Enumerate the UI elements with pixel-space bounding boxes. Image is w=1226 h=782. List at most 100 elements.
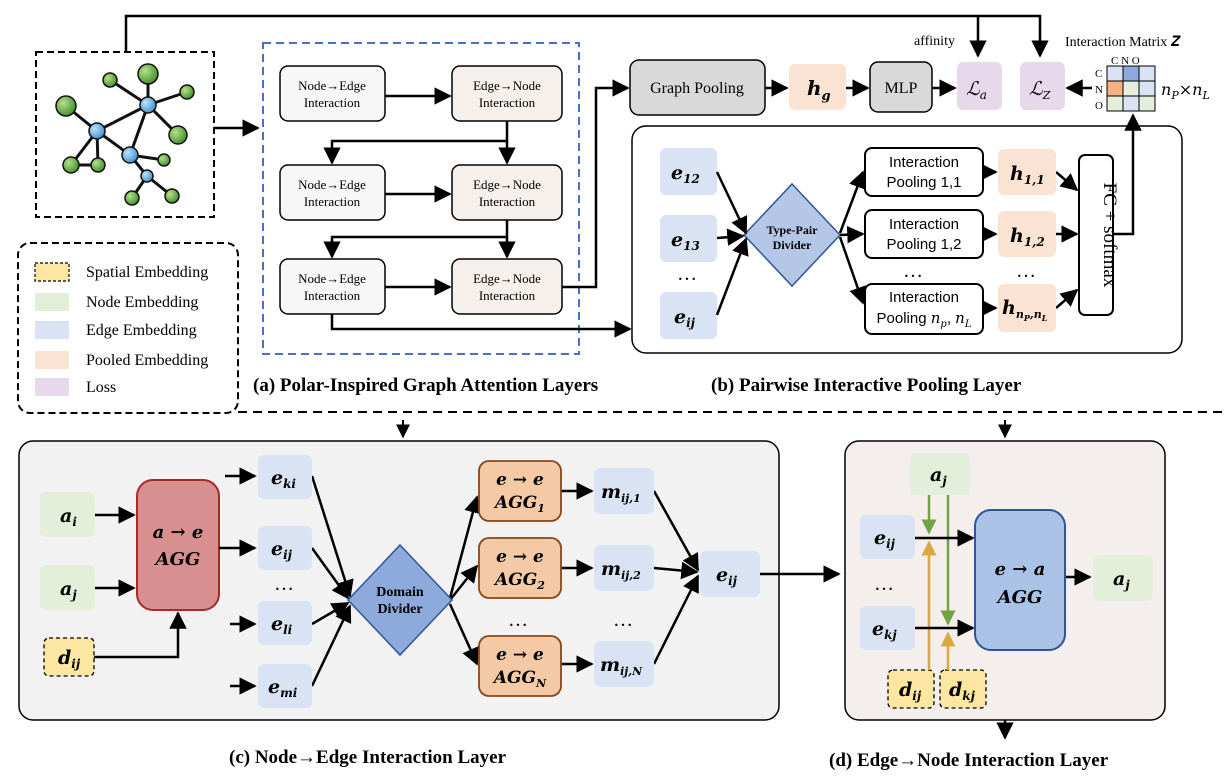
svg-text:eki: eki [271, 467, 296, 491]
svg-text:Interaction: Interaction [304, 288, 361, 303]
m2-box [594, 545, 654, 591]
dij-box [43, 637, 95, 677]
svg-text:Edge→Node: Edge→Node [473, 78, 541, 93]
svg-text:Graph Pooling: Graph Pooling [650, 80, 744, 97]
e13-box [660, 215, 717, 262]
svg-text:eij: eij [271, 538, 293, 562]
h11-box [998, 149, 1056, 195]
interaction-pooling-1-2 [864, 209, 984, 259]
eij-output-c [700, 551, 760, 597]
legend-swatch-node [35, 293, 69, 311]
h12-box [998, 211, 1056, 257]
svg-text:…: … [1016, 260, 1036, 282]
eij-box-d [860, 515, 915, 559]
svg-text:Node→Edge: Node→Edge [298, 177, 366, 192]
molecule-graph [35, 51, 215, 218]
svg-text:…: … [874, 573, 894, 595]
svg-text:aj: aj [1113, 568, 1130, 592]
hn-box [998, 284, 1056, 332]
svg-text:ekj: ekj [872, 618, 897, 642]
panel-d-caption: (d) Edge→Node Interaction Layer [829, 750, 1109, 771]
eli-box [258, 601, 312, 645]
svg-text:Divider: Divider [377, 602, 422, 617]
panel-b: e12 e13 eij … Type-Pair Divider I [631, 113, 1183, 396]
svg-text:Interaction: Interaction [889, 216, 959, 233]
dij-box-d [887, 669, 935, 709]
e-to-a-agg-box [974, 509, 1066, 651]
ai-box [40, 492, 95, 537]
svg-text:AGGN: AGGN [492, 668, 547, 690]
svg-text:e12: e12 [671, 162, 700, 186]
e2n-box-3 [451, 258, 563, 315]
emi-box [258, 664, 312, 708]
svg-text:Interaction: Interaction [304, 194, 361, 209]
panel-a-caption: (a) Polar-Inspired Graph Attention Layer… [253, 375, 598, 396]
top-row: Graph Pooling hg MLP ℒa affinity ℒZ Inte… [629, 34, 1210, 116]
e-to-e-agg-2 [478, 537, 562, 599]
eij-box-c [258, 526, 312, 570]
legend-pooled-label: Pooled Embedding [86, 352, 208, 369]
interaction-pooling-1-1 [864, 147, 984, 197]
svg-text:mij,2: mij,2 [601, 558, 641, 582]
e-to-e-agg-1 [478, 460, 562, 522]
svg-text:h1,2: h1,2 [1010, 225, 1045, 249]
legend-loss-label: Loss [86, 379, 116, 396]
domain-divider [346, 543, 454, 657]
eki-box [258, 455, 312, 499]
svg-text:emi: emi [268, 676, 298, 700]
svg-text:Domain: Domain [376, 585, 424, 600]
interaction-matrix [1106, 65, 1156, 112]
n2e-box-1 [279, 65, 386, 122]
svg-text:Pooling 1,1: Pooling 1,1 [886, 174, 961, 191]
svg-text:…: … [274, 573, 294, 595]
e2n-box-1 [451, 65, 563, 122]
svg-text:…: … [508, 609, 528, 631]
e12-box [660, 148, 717, 195]
panel-c-caption: (c) Node→Edge Interaction Layer [229, 747, 507, 768]
svg-text:dij: dij [899, 679, 922, 703]
legend-swatch-loss [35, 378, 69, 396]
svg-text:dkj: dkj [949, 679, 976, 703]
svg-text:hnP,nL: hnP,nL [1002, 297, 1048, 323]
svg-text:Node→Edge: Node→Edge [298, 271, 366, 286]
panel-b-caption: (b) Pairwise Interactive Pooling Layer [711, 375, 1022, 396]
interaction-pooling-np-nl [864, 283, 984, 335]
svg-text:Divider: Divider [773, 238, 812, 252]
m1-box [594, 468, 654, 514]
svg-text:Pooling np, nL: Pooling np, nL [877, 309, 972, 330]
a-to-e-agg-box [136, 479, 220, 611]
aj-output-d [1093, 555, 1153, 601]
matrix-title: Interaction Matrix 𝒁̂ [1065, 35, 1181, 50]
eij-box [660, 292, 717, 339]
svg-text:AGG: AGG [154, 549, 201, 570]
svg-text:eij: eij [874, 527, 896, 551]
svg-text:eij: eij [674, 306, 696, 330]
svg-text:…: … [677, 263, 697, 285]
aj-box-d [910, 453, 970, 495]
svg-text:Interaction: Interaction [479, 288, 536, 303]
svg-text:O: O [1095, 100, 1103, 112]
loss-z-box [1020, 62, 1065, 110]
panel-c: ai aj dij a → e AGG [18, 440, 841, 768]
svg-text:Interaction: Interaction [889, 289, 959, 306]
svg-text:a → e: a → e [153, 522, 204, 543]
svg-text:ai: ai [60, 505, 77, 529]
svg-text:MLP: MLP [885, 80, 918, 97]
svg-text:e → e: e → e [496, 547, 544, 567]
legend: Spatial Embedding Node Embedding Edge Em… [17, 242, 239, 414]
panel-d: aj eij ekj … dij dkj e → a AGG aj (d) Ed… [829, 440, 1166, 771]
svg-text:Pooling 1,2: Pooling 1,2 [886, 236, 961, 253]
svg-text:Interaction: Interaction [479, 194, 536, 209]
svg-text:e → e: e → e [496, 470, 544, 490]
legend-swatch-spatial [34, 262, 70, 282]
svg-text:e13: e13 [671, 229, 700, 253]
svg-text:eli: eli [271, 613, 293, 637]
dkj-box-d [939, 669, 987, 709]
legend-swatch-pooled [35, 351, 69, 369]
aj-box [40, 565, 95, 610]
svg-text:Interaction: Interaction [479, 95, 536, 110]
svg-text:aj: aj [930, 464, 947, 488]
svg-text:hg: hg [807, 76, 831, 104]
